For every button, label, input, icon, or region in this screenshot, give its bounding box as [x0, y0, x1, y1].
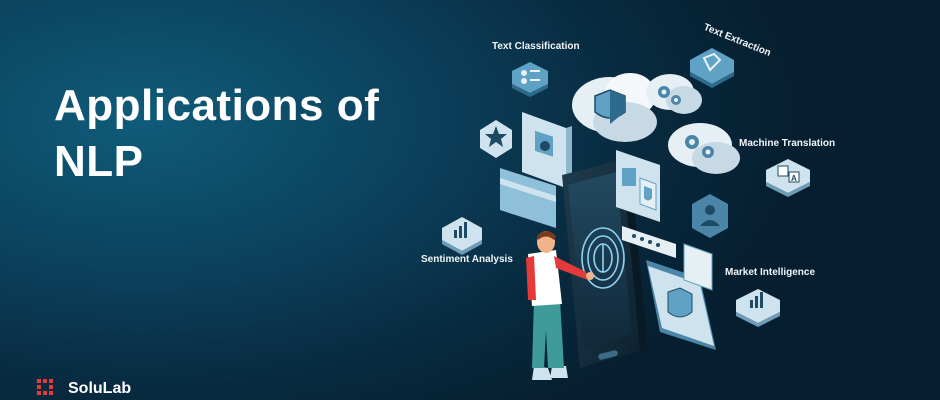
- profile-document-card-left: [522, 112, 572, 188]
- label-market-intelligence: Market Intelligence: [725, 267, 816, 278]
- user-hex-icon: [692, 194, 728, 238]
- text-extraction-icon: [690, 48, 734, 88]
- machine-translation-icon: A: [766, 159, 810, 197]
- label-sentiment-analysis: Sentiment Analysis: [421, 254, 513, 265]
- solulab-logo-icon: [37, 379, 53, 395]
- profile-document-card-right: [616, 150, 660, 222]
- text-classification-icon: [512, 62, 548, 97]
- star-badge-icon: [480, 120, 512, 158]
- label-text-classification: Text Classification: [492, 41, 580, 52]
- headline-line-1: Applications of: [54, 81, 380, 130]
- headline-line-2: NLP: [54, 137, 144, 186]
- cloud-gears-icon-top: [646, 74, 702, 114]
- brand-logo: SoluLab: [36, 378, 131, 400]
- fingerprint-icon: [581, 227, 625, 289]
- svg-text:A: A: [791, 174, 797, 183]
- credit-card-icon: [500, 168, 556, 228]
- cloud-gears-icon-middle: [668, 123, 740, 174]
- label-machine-translation: Machine Translation: [739, 138, 836, 149]
- market-intelligence-icon: [736, 289, 780, 327]
- sentiment-analysis-icon: [442, 217, 482, 255]
- folder-shield-icon: [646, 243, 716, 350]
- cloud-security-icon: [572, 73, 657, 142]
- person-figure: [526, 231, 594, 380]
- brand-name: SoluLab: [68, 380, 132, 397]
- page-headline: Applications of NLP: [54, 78, 379, 190]
- password-field-icon: [622, 226, 676, 258]
